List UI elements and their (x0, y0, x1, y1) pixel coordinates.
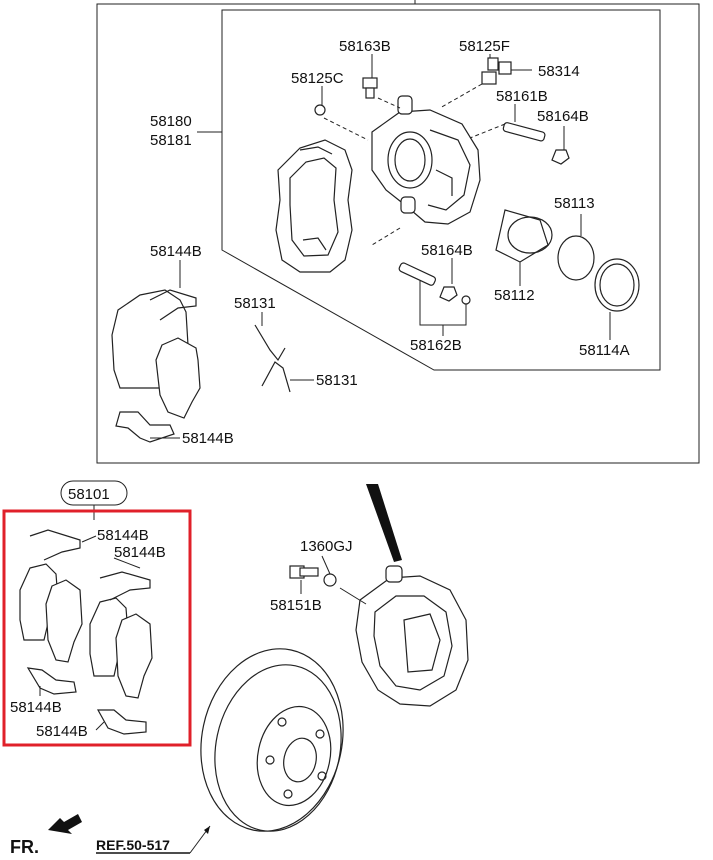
anti-rattle-spring-a (254, 324, 286, 362)
label-58314: 58314 (538, 63, 580, 80)
label-58125F: 58125F (459, 38, 510, 55)
label-58125C: 58125C (291, 70, 344, 87)
label-58112: 58112 (494, 287, 535, 304)
brake-disc (200, 648, 344, 832)
label-58101: 58101 (68, 486, 110, 503)
guide-pin-upper (502, 122, 570, 165)
guide-pin-lower (398, 262, 471, 305)
outer-frame (96, 3, 700, 464)
front-direction-arrow-icon (48, 814, 82, 834)
brake-pad-set-upper (111, 289, 201, 443)
label-58164B-mid: 58164B (421, 242, 473, 259)
mounting-bolt (289, 565, 319, 579)
label-58144B-kit-1: 58144B (97, 527, 149, 544)
washer (323, 573, 337, 587)
label-58163B: 58163B (339, 38, 391, 55)
label-58162B: 58162B (410, 337, 462, 354)
label-58131-a: 58131 (234, 295, 276, 312)
label-front: FR. (10, 837, 39, 857)
label-58151B: 58151B (270, 597, 322, 614)
label-58114A: 58114A (579, 342, 630, 359)
anti-rattle-spring-b (261, 361, 291, 393)
label-58144B-kit-2: 58144B (114, 544, 166, 561)
piston-seal (557, 235, 595, 281)
bleeder-screw (362, 77, 378, 99)
label-58131-b: 58131 (316, 372, 358, 389)
label-1360GJ: 1360GJ (300, 538, 353, 555)
label-reference: REF.50-517 (96, 837, 170, 853)
label-58181: 58181 (150, 132, 192, 149)
label-58144B-lower: 58144B (182, 430, 234, 447)
pad-kit-contents (19, 529, 153, 735)
pad-kit-highlight-box (2, 509, 192, 747)
caliper-housing (371, 95, 481, 225)
label-58113: 58113 (554, 195, 595, 212)
brake-caliper-assembly (355, 565, 469, 707)
hose-fitting (481, 57, 512, 85)
caliper-subassembly-frame (221, 9, 661, 371)
label-58144B-upper: 58144B (150, 243, 202, 260)
label-58164B-top: 58164B (537, 108, 589, 125)
label-58161B: 58161B (496, 88, 548, 105)
label-58144B-kit-3: 58144B (10, 699, 62, 716)
pointer-arrow (366, 484, 402, 562)
caliper-carrier-bracket (275, 139, 353, 273)
piston (495, 209, 553, 263)
label-58180: 58180 (150, 113, 192, 130)
piston-boot (594, 258, 640, 312)
label-58144B-kit-4: 58144B (36, 723, 88, 740)
bleeder-cap (314, 104, 326, 116)
